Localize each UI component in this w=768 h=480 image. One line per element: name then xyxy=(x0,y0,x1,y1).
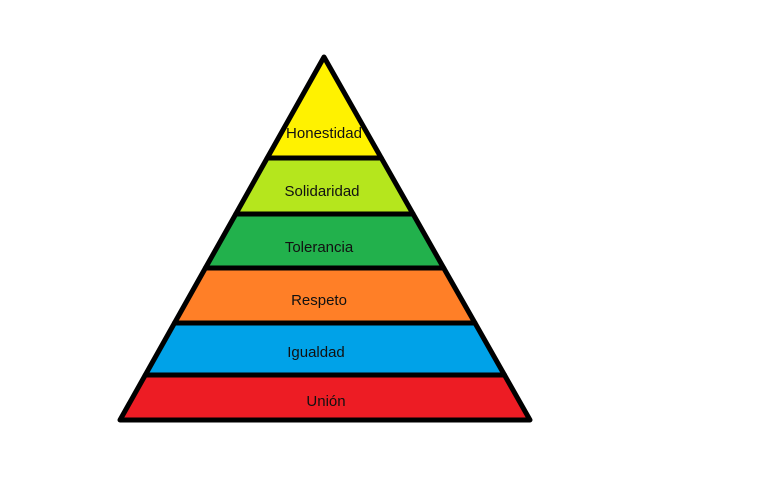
pyramid-level-union-label: Unión xyxy=(306,393,345,410)
pyramid-level-honestidad-label: Honestidad xyxy=(286,125,362,142)
pyramid-level-solidaridad-label: Solidaridad xyxy=(284,183,359,200)
pyramid-level-union-band xyxy=(117,372,533,423)
pyramid-level-honestidad-band xyxy=(264,54,384,161)
pyramid-level-igualdad-label: Igualdad xyxy=(287,344,345,361)
pyramid-level-respeto-label: Respeto xyxy=(291,292,347,309)
pyramid-level-tolerancia-label: Tolerancia xyxy=(285,239,354,256)
